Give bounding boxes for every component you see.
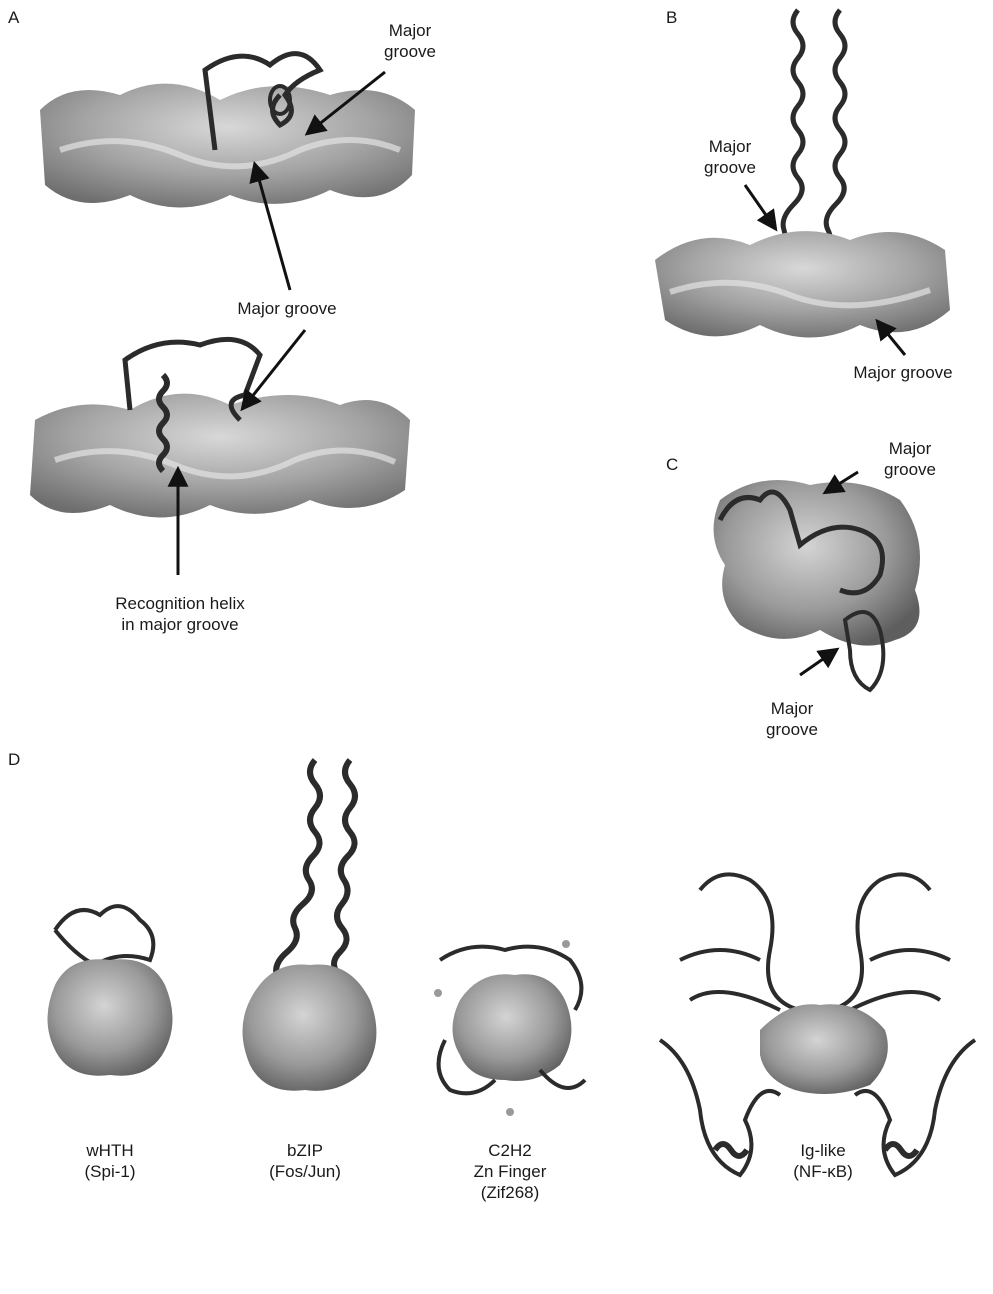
dna-surface-a-bottom [30,394,410,518]
d-whth-blob [48,959,173,1075]
arrow-c-bottom [800,650,836,675]
label-b-major-groove-right: Major groove [838,362,968,383]
panel-b-structure [655,10,950,355]
label-b-major-groove-left: Major groove [690,136,770,178]
dna-surface-c [714,480,920,646]
d-bzip-structure [243,760,377,1091]
panel-a-bottom-structure [30,330,410,575]
label-d-iglike: Ig-like (NF-κB) [768,1140,878,1182]
dna-surface-a-top [40,84,415,208]
d-c2h2-blob [453,974,572,1081]
panel-c-structure [714,472,920,690]
label-a-major-groove-mid: Major groove [222,298,352,319]
label-a-recognition-helix: Recognition helix in major groove [90,593,270,635]
d-c2h2-structure [434,940,585,1116]
panel-a-top-structure [40,54,415,290]
d-iglike-structure [660,874,975,1175]
label-c-major-groove-top: Major groove [870,438,950,480]
d-whth-structure [48,906,173,1076]
label-d-whth: wHTH (Spi-1) [55,1140,165,1182]
arrow-b-left [745,185,775,228]
d-bzip-blob [243,964,377,1090]
label-c-major-groove-bottom: Major groove [752,698,832,740]
d-iglike-blob [760,1004,888,1094]
label-a-major-groove-top: Major groove [370,20,450,62]
label-d-bzip: bZIP (Fos/Jun) [250,1140,360,1182]
label-d-c2h2: C2H2 Zn Finger (Zif268) [450,1140,570,1203]
